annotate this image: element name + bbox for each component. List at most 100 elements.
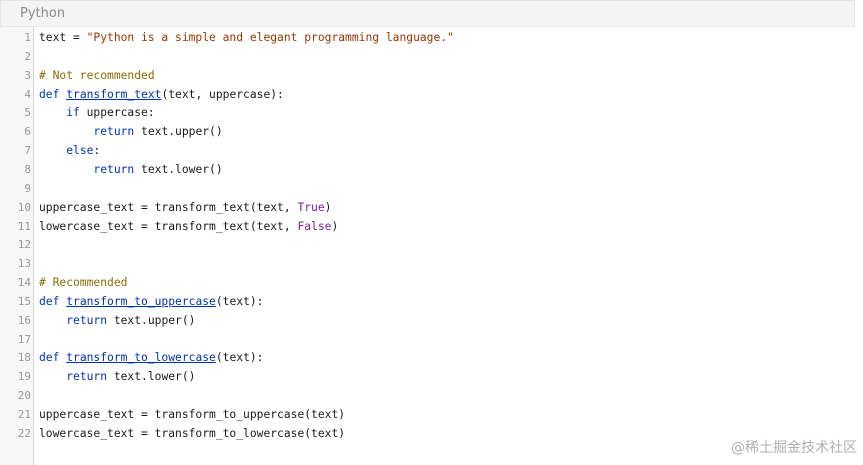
line-number: 13 xyxy=(17,257,31,271)
line-number: 18 xyxy=(17,351,31,365)
code-text: return text.upper() xyxy=(39,122,223,141)
code-token: def xyxy=(39,87,67,101)
code-line: 7 else: xyxy=(0,141,855,160)
code-token: return xyxy=(93,162,135,176)
code-line: 9 xyxy=(0,179,855,198)
code-token: (text): xyxy=(215,351,264,365)
code-line: 1 text = "Python is a simple and elegant … xyxy=(0,28,855,47)
code-line: 5 if uppercase: xyxy=(0,103,855,122)
code-token xyxy=(39,106,66,119)
code-line: 11 lowercase_text = transform_text(text, … xyxy=(0,217,855,236)
code-token: def xyxy=(39,294,67,308)
code-text: def transform_to_lowercase(text): xyxy=(39,348,263,367)
line-number: 10 xyxy=(17,200,31,214)
code-line: 3 # Not recommended xyxy=(0,66,855,85)
code-line: 17 xyxy=(0,330,855,349)
code-token: # Not recommended xyxy=(39,68,155,82)
code-line: 15 def transform_to_uppercase(text): xyxy=(0,292,855,311)
code-token: return xyxy=(66,370,108,384)
code-token: False xyxy=(297,219,332,233)
code-text: else: xyxy=(39,141,100,160)
line-number: 17 xyxy=(17,332,31,346)
code-text: lowercase_text = transform_text(text, Fa… xyxy=(39,217,338,236)
code-token: True xyxy=(297,200,325,214)
code-token: transform_to_lowercase xyxy=(66,351,216,365)
code-line: 16 return text.upper() xyxy=(0,311,855,330)
code-token: lowercase_text = transform_to_lowercase(… xyxy=(39,426,346,440)
line-number: 1 xyxy=(24,31,31,44)
code-token: transform_to_uppercase xyxy=(66,294,216,308)
code-line: 8 return text.lower() xyxy=(0,160,855,179)
code-token: return xyxy=(93,125,135,139)
code-token xyxy=(39,163,93,176)
code-token: : xyxy=(93,144,101,158)
code-token: lowercase_text = transform_text(text, xyxy=(39,219,298,233)
code-line: 12 xyxy=(0,235,855,254)
line-number: 8 xyxy=(24,162,31,176)
code-line: 22 lowercase_text = transform_to_lowercas… xyxy=(0,424,855,443)
line-number: 16 xyxy=(17,313,31,327)
code-text: # Not recommended xyxy=(39,66,155,85)
code-token: # Recommended xyxy=(39,276,128,290)
line-number: 7 xyxy=(24,144,31,158)
code-line: 19 return text.lower() xyxy=(0,367,855,386)
code-token: return xyxy=(66,313,108,327)
line-number: 5 xyxy=(24,106,31,120)
code-token: "Python is a simple and elegant programm… xyxy=(86,31,454,44)
code-text: # Recommended xyxy=(39,273,127,292)
code-token: uppercase_text = transform_to_uppercase(… xyxy=(39,408,346,421)
code-text: if uppercase: xyxy=(39,103,154,122)
code-text: uppercase_text = transform_to_uppercase(… xyxy=(39,405,345,424)
code-token: text.upper() xyxy=(107,313,196,327)
line-number: 15 xyxy=(17,294,31,308)
code-token xyxy=(39,314,66,327)
line-number: 3 xyxy=(24,68,31,82)
code-text: text = "Python is a simple and elegant p… xyxy=(39,28,454,47)
code-text: def transform_text(text, uppercase): xyxy=(39,85,284,104)
code-line: 6 return text.upper() xyxy=(0,122,855,141)
line-number: 6 xyxy=(24,125,31,139)
code-text: def transform_to_uppercase(text): xyxy=(39,292,263,311)
code-text: lowercase_text = transform_to_lowercase(… xyxy=(39,424,345,443)
code-token: text.lower() xyxy=(134,162,223,176)
code-token: transform_text xyxy=(66,87,162,101)
line-number-gutter xyxy=(0,27,34,465)
line-number: 22 xyxy=(17,426,31,440)
line-number: 9 xyxy=(24,181,31,195)
code-token xyxy=(39,144,66,157)
line-number: 4 xyxy=(24,87,31,101)
code-line: 18 def transform_to_lowercase(text): xyxy=(0,348,855,367)
code-text: uppercase_text = transform_text(text, Tr… xyxy=(39,198,331,217)
line-number: 11 xyxy=(17,219,31,233)
code-line: 21 uppercase_text = transform_to_uppercas… xyxy=(0,405,855,424)
code-text: return text.lower() xyxy=(39,160,223,179)
line-number: 14 xyxy=(17,276,31,290)
code-token xyxy=(39,370,66,383)
code-line: 20 xyxy=(0,386,855,405)
code-token: else xyxy=(66,144,94,158)
line-number: 21 xyxy=(17,408,31,421)
code-token: text = xyxy=(39,31,87,44)
code-text: return text.lower() xyxy=(39,367,195,386)
code-text: return text.upper() xyxy=(39,311,195,330)
language-label: Python xyxy=(20,6,66,21)
code-token xyxy=(39,125,93,138)
code-token: (text): xyxy=(215,294,264,308)
code-line: 10 uppercase_text = transform_text(text, … xyxy=(0,198,855,217)
code-block-header: Python xyxy=(0,0,855,27)
code-token: (text, uppercase): xyxy=(161,87,284,101)
line-number: 12 xyxy=(17,238,31,252)
code-line: 14 # Recommended xyxy=(0,273,855,292)
code-line: 13 xyxy=(0,254,855,273)
code-line: 4 def transform_text(text, uppercase): xyxy=(0,85,855,104)
code-token: ) xyxy=(331,219,339,233)
code-token: text.lower() xyxy=(107,370,196,384)
code-line: 2 xyxy=(0,47,855,66)
line-number: 20 xyxy=(17,389,31,403)
code-token: text.upper() xyxy=(134,125,223,139)
watermark: @稀土掘金技术社区 xyxy=(731,440,857,456)
code-body[interactable]: 1 text = "Python is a simple and elegant … xyxy=(0,27,855,465)
code-token: uppercase_text = transform_text(text, xyxy=(39,200,298,214)
code-token: def xyxy=(39,351,67,365)
